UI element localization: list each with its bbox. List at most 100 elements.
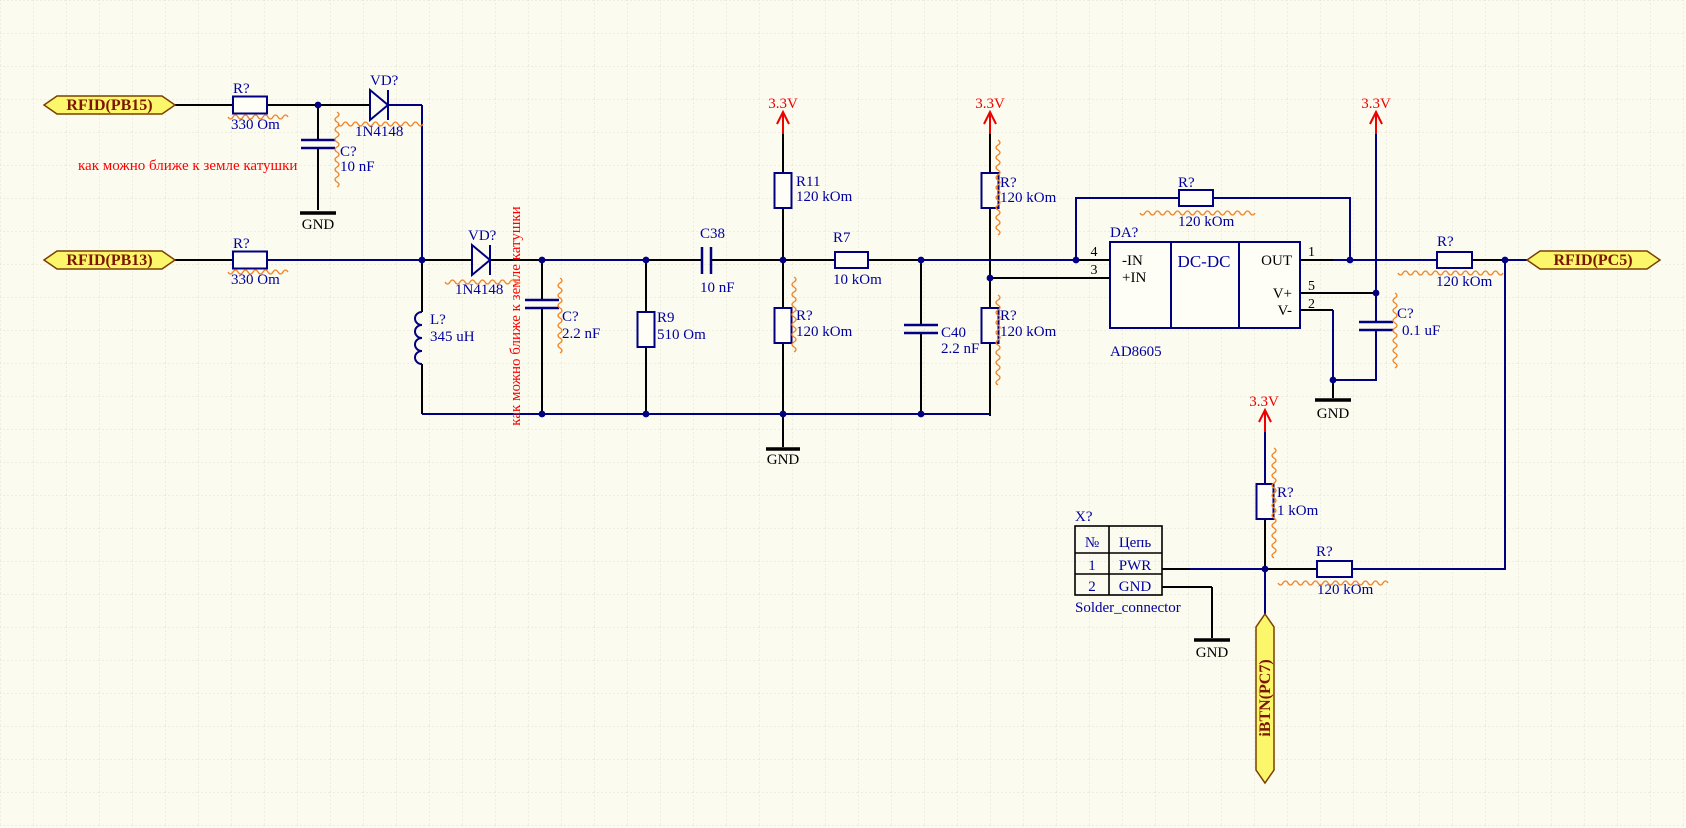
opamp-ref[interactable]: DA? [1110, 225, 1139, 241]
resistor-body[interactable] [232, 95, 268, 115]
gnd-symbol-connector[interactable]: GND [1194, 638, 1230, 661]
resistor-value[interactable]: 120 kOm [796, 189, 853, 205]
opamp-body[interactable] [1109, 241, 1301, 329]
resistor-r-ibtn[interactable]: R? 120 kOm [1316, 544, 1374, 598]
resistor-r-pb13[interactable]: R? 330 Om [231, 236, 280, 288]
resistor-value[interactable]: 10 kOm [833, 272, 882, 288]
resistor-ref[interactable]: R? [1178, 175, 1195, 191]
resistor-ref[interactable]: R7 [833, 230, 851, 246]
diode-ref[interactable]: VD? [370, 73, 399, 89]
power-3v3-r11[interactable]: 3.3V [768, 96, 798, 134]
resistor-r-mid[interactable]: R? 120 kOm [773, 307, 853, 344]
capacitor-ref[interactable]: C40 [941, 325, 966, 341]
inductor-ref[interactable]: L? [430, 312, 446, 328]
resistor-body[interactable] [834, 251, 869, 269]
resistor-r7[interactable]: R7 10 kOm [833, 230, 882, 288]
capacitor-plates[interactable] [1359, 320, 1393, 332]
port-shape[interactable] [1255, 612, 1275, 785]
resistor-value[interactable]: 120 kOm [1436, 274, 1493, 290]
port-rfid-pb15[interactable]: RFID(PB15) [42, 95, 177, 115]
resistor-body[interactable] [1436, 251, 1473, 269]
resistor-body[interactable] [1316, 560, 1353, 578]
resistor-value[interactable]: 120 kOm [1178, 214, 1235, 230]
opamp-da[interactable]: DA? AD8605 DC-DC -IN +IN OUT V+ V- 4 3 1… [1091, 225, 1316, 360]
resistor-body[interactable] [773, 172, 793, 209]
resistor-ref[interactable]: R? [1000, 308, 1017, 324]
capacitor-plates[interactable] [525, 298, 559, 310]
port-shape[interactable] [42, 250, 177, 270]
capacitor-c40[interactable]: C40 2.2 nF [904, 323, 979, 357]
diode-value[interactable]: 1N4148 [355, 124, 403, 140]
diode-ref[interactable]: VD? [468, 228, 497, 244]
resistor-ref[interactable]: R? [1000, 175, 1017, 191]
resistor-body[interactable] [232, 250, 268, 270]
capacitor-ref[interactable]: C38 [700, 226, 725, 242]
resistor-r-div-top[interactable]: R? 120 kOm [980, 172, 1057, 209]
capacitor-value[interactable]: 2.2 nF [941, 341, 979, 357]
resistor-body[interactable] [773, 307, 793, 344]
resistor-ref[interactable]: R? [233, 81, 250, 97]
connector-x[interactable]: X? Solder_connector № Цепь 1 PWR 2 GND [1074, 509, 1181, 616]
diode-body[interactable] [369, 87, 390, 123]
resistor-value[interactable]: 120 kOm [1000, 324, 1057, 340]
resistor-value[interactable]: 1 kOm [1277, 503, 1319, 519]
connector-value[interactable]: Solder_connector [1075, 600, 1181, 616]
capacitor-c-tank[interactable]: C? 2.2 nF [525, 298, 600, 342]
note-coil-vertical[interactable]: как можно ближе к земле катушки [508, 206, 524, 425]
resistor-r-fb[interactable]: R? 120 kOm [1178, 175, 1235, 230]
port-rfid-pb13[interactable]: RFID(PB13) [42, 250, 177, 270]
port-shape[interactable] [42, 95, 177, 115]
port-shape[interactable] [1525, 250, 1662, 270]
power-3v3-opamp[interactable]: 3.3V [1361, 96, 1391, 134]
resistor-value[interactable]: 120 kOm [1317, 582, 1374, 598]
resistor-ref[interactable]: R? [1316, 544, 1333, 560]
resistor-value[interactable]: 120 kOm [796, 324, 853, 340]
diode-body[interactable] [471, 242, 492, 278]
power-3v3-divider[interactable]: 3.3V [975, 96, 1005, 134]
capacitor-value[interactable]: 10 nF [700, 280, 735, 296]
capacitor-c-dec[interactable]: C? 0.1 uF [1359, 306, 1440, 339]
capacitor-c38[interactable]: C38 10 nF [700, 226, 735, 296]
wire-segment[interactable] [267, 104, 1527, 614]
resistor-value[interactable]: 330 Om [231, 117, 280, 133]
resistor-r-pb15[interactable]: R? 330 Om [231, 81, 280, 133]
capacitor-ref[interactable]: C? [562, 309, 579, 325]
capacitor-ref[interactable]: C? [340, 144, 357, 160]
capacitor-c-top[interactable]: C? 10 nF [301, 138, 375, 175]
note-coil-horizontal[interactable]: как можно ближе к земле катушки [78, 158, 297, 174]
capacitor-value[interactable]: 2.2 nF [562, 326, 600, 342]
power-3v3-ibtn[interactable]: 3.3V [1249, 394, 1279, 432]
resistor-r9[interactable]: R9 510 Om [636, 310, 707, 348]
inductor-l-coil[interactable]: L? 345 uH [414, 311, 475, 365]
resistor-value[interactable]: 510 Om [657, 327, 706, 343]
gnd-symbol-mid[interactable]: GND [766, 447, 800, 468]
resistor-r-out[interactable]: R? 120 kOm [1436, 234, 1493, 290]
resistor-r-div-bot[interactable]: R? 120 kOm [980, 307, 1057, 344]
inductor-body[interactable] [414, 311, 423, 365]
resistor-body[interactable] [1255, 483, 1275, 520]
capacitor-plates[interactable] [904, 323, 938, 335]
resistor-body[interactable] [1178, 189, 1214, 207]
connector-ref[interactable]: X? [1075, 509, 1093, 525]
resistor-value[interactable]: 330 Om [231, 272, 280, 288]
capacitor-plates[interactable] [700, 247, 713, 274]
capacitor-plates[interactable] [301, 138, 335, 150]
opamp-value[interactable]: AD8605 [1110, 344, 1162, 360]
gnd-symbol-opamp[interactable]: GND [1315, 398, 1351, 422]
wire-segment[interactable] [175, 104, 1505, 638]
resistor-ref[interactable]: R9 [657, 310, 675, 326]
resistor-value[interactable]: 120 kOm [1000, 190, 1057, 206]
diode-vd-main[interactable]: VD? 1N4148 [455, 228, 503, 298]
port-ibtn-pc7[interactable]: iBTN(PC7) [1255, 612, 1275, 785]
connector-table[interactable] [1074, 525, 1163, 596]
capacitor-value[interactable]: 10 nF [340, 159, 375, 175]
resistor-ref[interactable]: R? [796, 308, 813, 324]
resistor-ref[interactable]: R? [1437, 234, 1454, 250]
capacitor-value[interactable]: 0.1 uF [1402, 323, 1440, 339]
diode-vd-top[interactable]: VD? 1N4148 [355, 73, 403, 140]
gnd-symbol-top[interactable]: GND [300, 211, 336, 233]
resistor-ref[interactable]: R11 [796, 174, 820, 190]
resistor-r-pullup[interactable]: R? 1 kOm [1255, 483, 1319, 520]
port-rfid-pc5[interactable]: RFID(PC5) [1525, 250, 1662, 270]
inductor-value[interactable]: 345 uH [430, 329, 475, 345]
